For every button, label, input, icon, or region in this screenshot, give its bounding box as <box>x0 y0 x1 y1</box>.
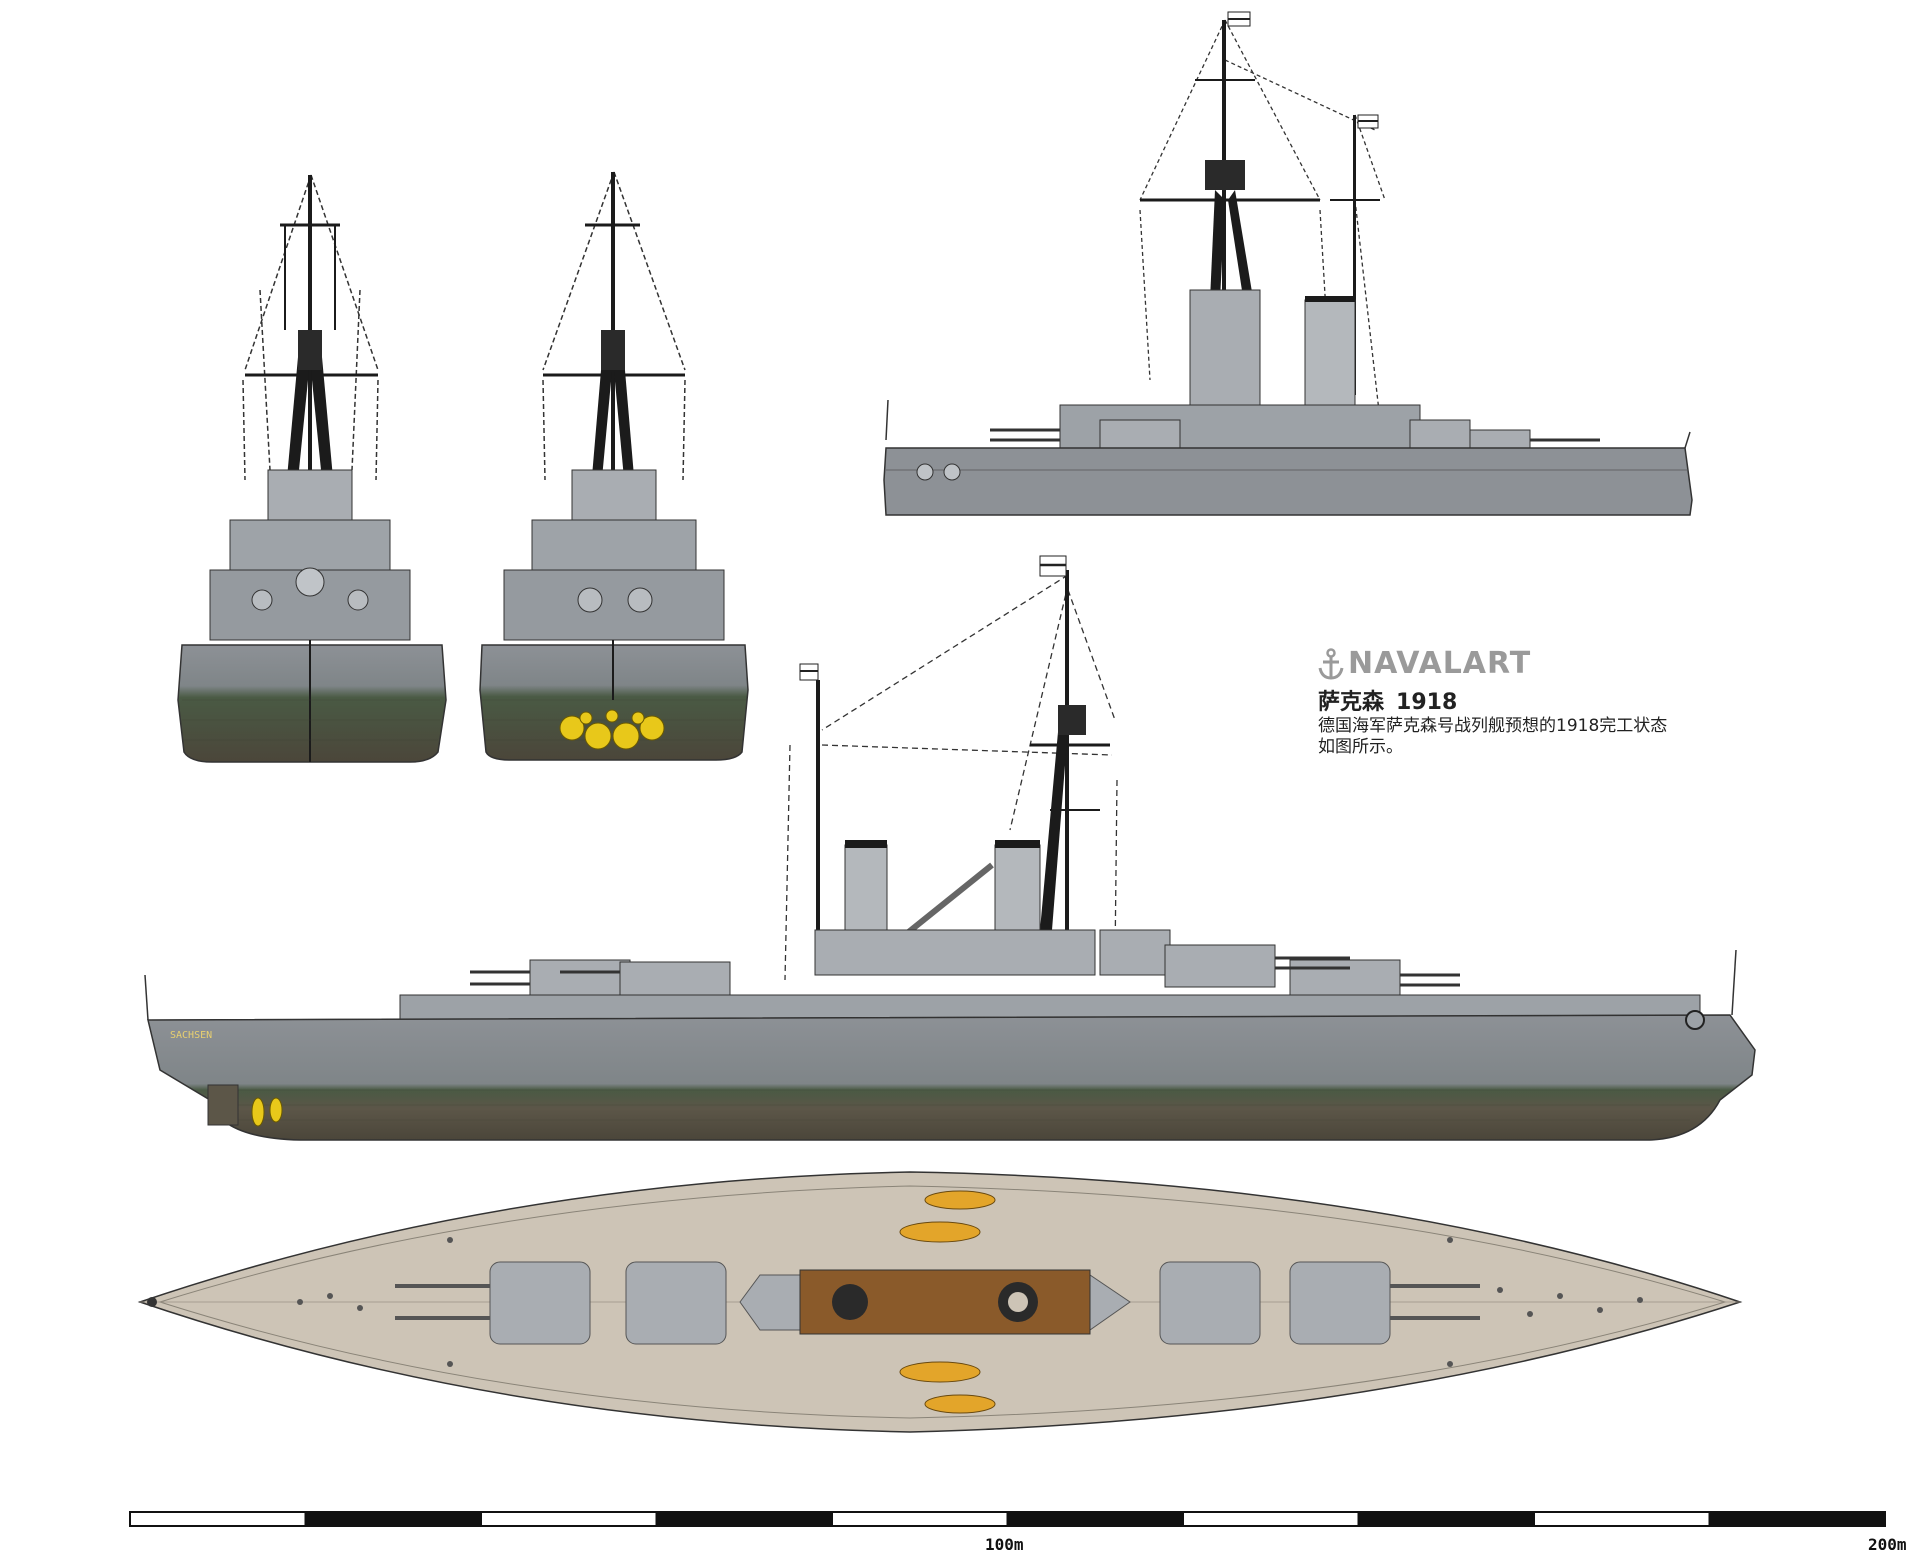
scale-segment <box>831 1511 1009 1527</box>
scale-segment <box>1708 1511 1886 1527</box>
scale-segment <box>1357 1511 1535 1527</box>
scale-segment <box>304 1511 482 1527</box>
main-side-view: SACHSEN <box>144 555 1756 1141</box>
hull-name-label: SACHSEN <box>170 1030 212 1041</box>
small-side-view <box>883 11 1693 516</box>
scale-segment <box>480 1511 658 1527</box>
ensign-flag-icon <box>799 555 1067 681</box>
scale-segment <box>1533 1511 1711 1527</box>
flag-icon <box>1227 11 1379 129</box>
plan-view <box>137 1171 1743 1433</box>
ship-name: 萨克森 <box>1318 690 1385 715</box>
scale-segment <box>655 1511 833 1527</box>
propeller-group <box>559 709 665 750</box>
rear-view <box>479 171 749 761</box>
ship-year: 1918 <box>1396 690 1458 715</box>
ship-title: 萨克森 1918 <box>1318 684 1457 716</box>
scale-segment <box>129 1511 307 1527</box>
scale-label-100: 100m <box>985 1535 1024 1554</box>
ship-description: 德国海军萨克森号战列舰预想的1918完工状态如图所示。 <box>1318 716 1668 757</box>
scale-segment <box>1182 1511 1360 1527</box>
front-view <box>177 174 447 763</box>
anchor-icon <box>1318 647 1344 680</box>
propeller-icon <box>251 1097 283 1127</box>
scale-bar <box>129 1511 1886 1527</box>
brand-name: NAVALART <box>1348 646 1532 681</box>
scale-segment <box>1006 1511 1184 1527</box>
scale-label-200: 200m <box>1868 1535 1907 1554</box>
brand-logo: NAVALART <box>1318 646 1531 681</box>
